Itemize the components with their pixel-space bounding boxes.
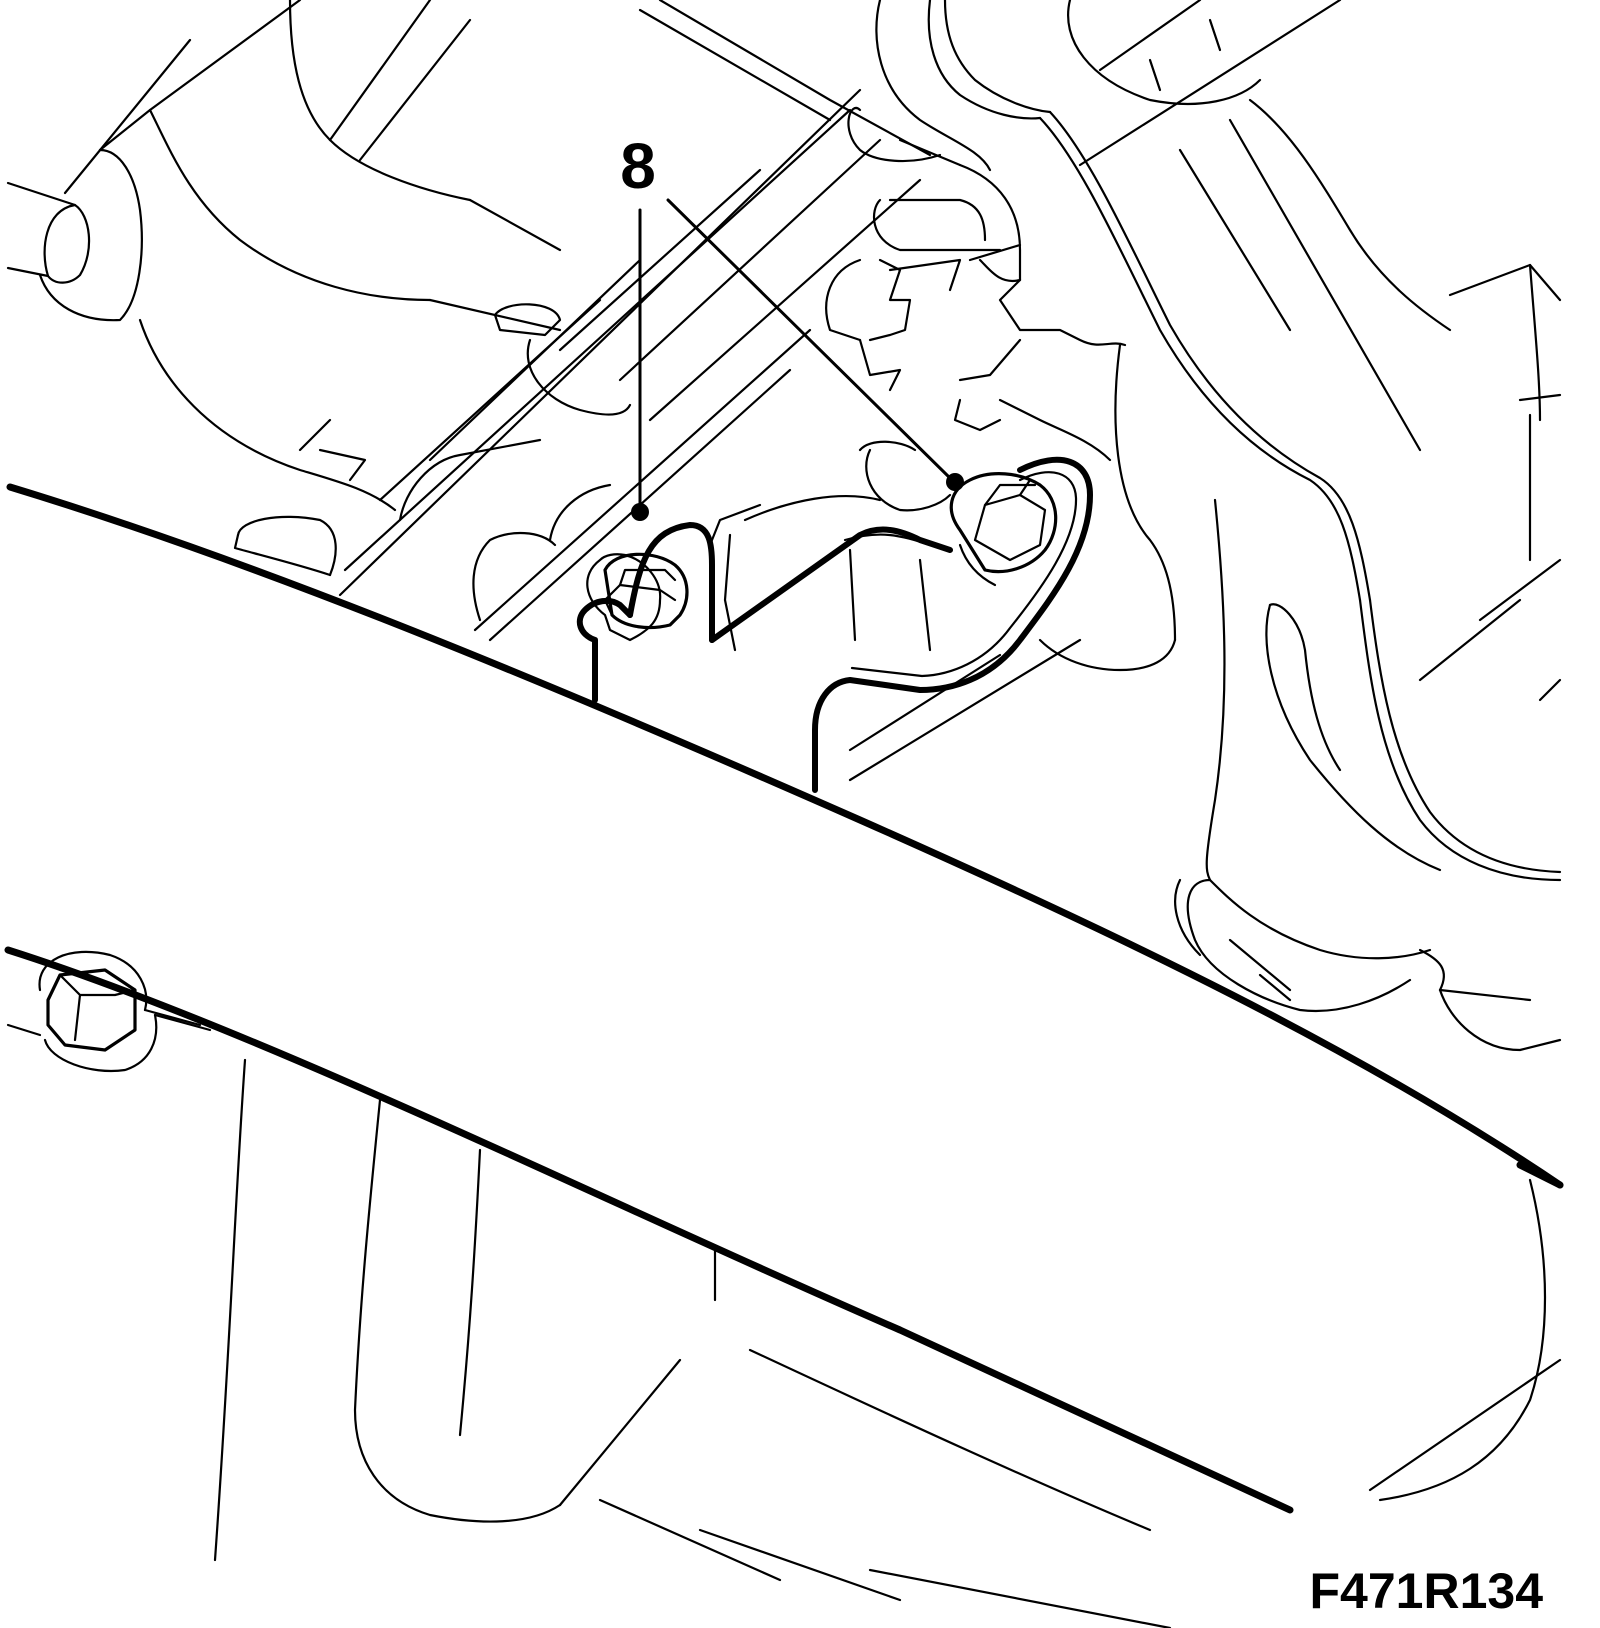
- clip-bolt-left: [586, 552, 689, 642]
- crossmember: [4, 483, 1564, 1514]
- right-housing-outline: [1174, 498, 1562, 1052]
- callout-8: 8: [620, 130, 964, 521]
- crossmember-bolt: [38, 950, 212, 1073]
- figure-code: F471R134: [1310, 1563, 1544, 1619]
- upper-casting-outline: [825, 0, 1562, 882]
- brake-pipe: [576, 456, 1093, 793]
- callout-label: 8: [620, 130, 656, 202]
- clip-bolt-right: [858, 440, 1058, 587]
- leader-line-right: [666, 198, 954, 482]
- leader-dot-left: [631, 503, 649, 521]
- pipe-bracket: [708, 494, 932, 652]
- oil-pan-outline: [6, 638, 1562, 1628]
- leader-dot-right: [946, 473, 964, 491]
- engine-block-outline: [6, 0, 962, 642]
